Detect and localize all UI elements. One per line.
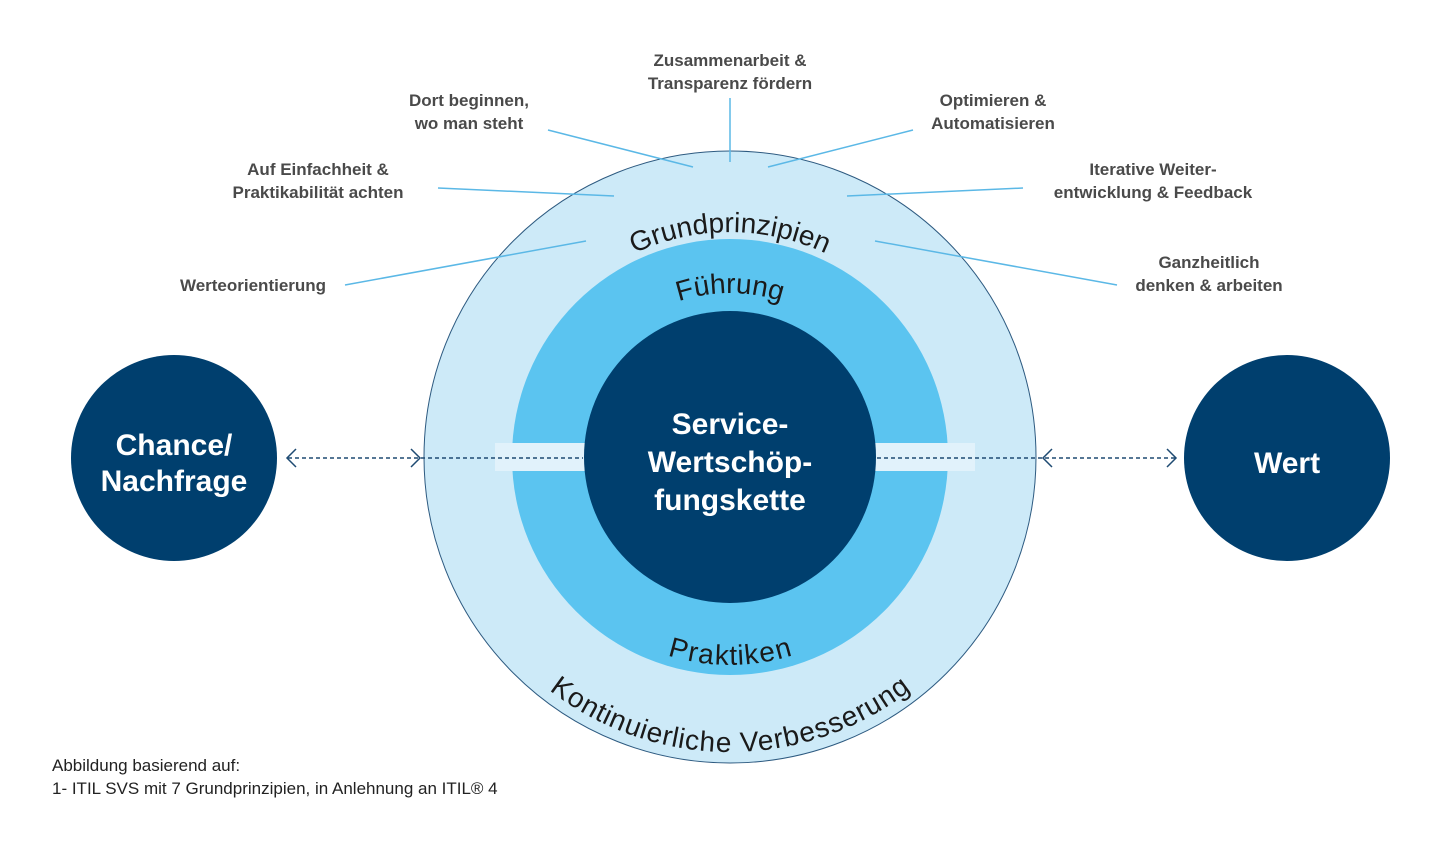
center-value-chain <box>584 311 876 603</box>
opportunity-demand-label: Nachfrage <box>101 465 248 498</box>
center-label-line: Wertschöp- <box>648 446 812 479</box>
opportunity-demand-label: Chance/ <box>116 429 233 462</box>
principle-connectors <box>344 98 1118 286</box>
principle-label: Transparenz fördern <box>648 74 812 93</box>
principle-label: entwicklung & Feedback <box>1054 183 1253 202</box>
principle-label: Praktikabilität achten <box>232 183 403 202</box>
connector-line <box>846 187 1024 197</box>
footnote-line: 1- ITIL SVS mit 7 Grundprinzipien, in An… <box>52 779 498 798</box>
connector-line <box>874 240 1118 286</box>
connector-line <box>767 129 914 168</box>
principle-label: Auf Einfachheit & <box>247 160 389 179</box>
principle-label: Optimieren & <box>940 91 1047 110</box>
value-node <box>1184 355 1390 561</box>
center-label: Service- Wertschöp- fungskette <box>648 408 812 517</box>
footnote-line: Abbildung basierend auf: <box>52 756 241 775</box>
principle-label: Automatisieren <box>931 114 1055 133</box>
arrowhead-left-icon <box>1041 448 1053 468</box>
connector-line <box>437 187 615 197</box>
principle-label: Ganzheitlich <box>1158 253 1259 272</box>
center-label-line: fungskette <box>654 484 806 517</box>
opportunity-demand-node <box>71 355 277 561</box>
footnote: Abbildung basierend auf: 1- ITIL SVS mit… <box>52 754 498 800</box>
arrowhead-right-icon <box>1166 448 1178 468</box>
principle-label: Dort beginnen, <box>409 91 529 110</box>
flow-arrows <box>285 448 1178 468</box>
principle-label: denken & arbeiten <box>1135 276 1282 295</box>
arrowhead-left-icon <box>285 448 297 468</box>
principle-label: Iterative Weiter- <box>1089 160 1216 179</box>
center-label-line: Service- <box>672 408 789 441</box>
principle-label: Werteorientierung <box>180 276 326 295</box>
connector-line <box>344 240 587 286</box>
principle-label: wo man steht <box>414 114 524 133</box>
arrowhead-right-icon <box>410 448 422 468</box>
principle-label: Zusammenarbeit & <box>653 51 806 70</box>
value-label: Wert <box>1254 447 1320 480</box>
connector-line <box>547 129 694 168</box>
